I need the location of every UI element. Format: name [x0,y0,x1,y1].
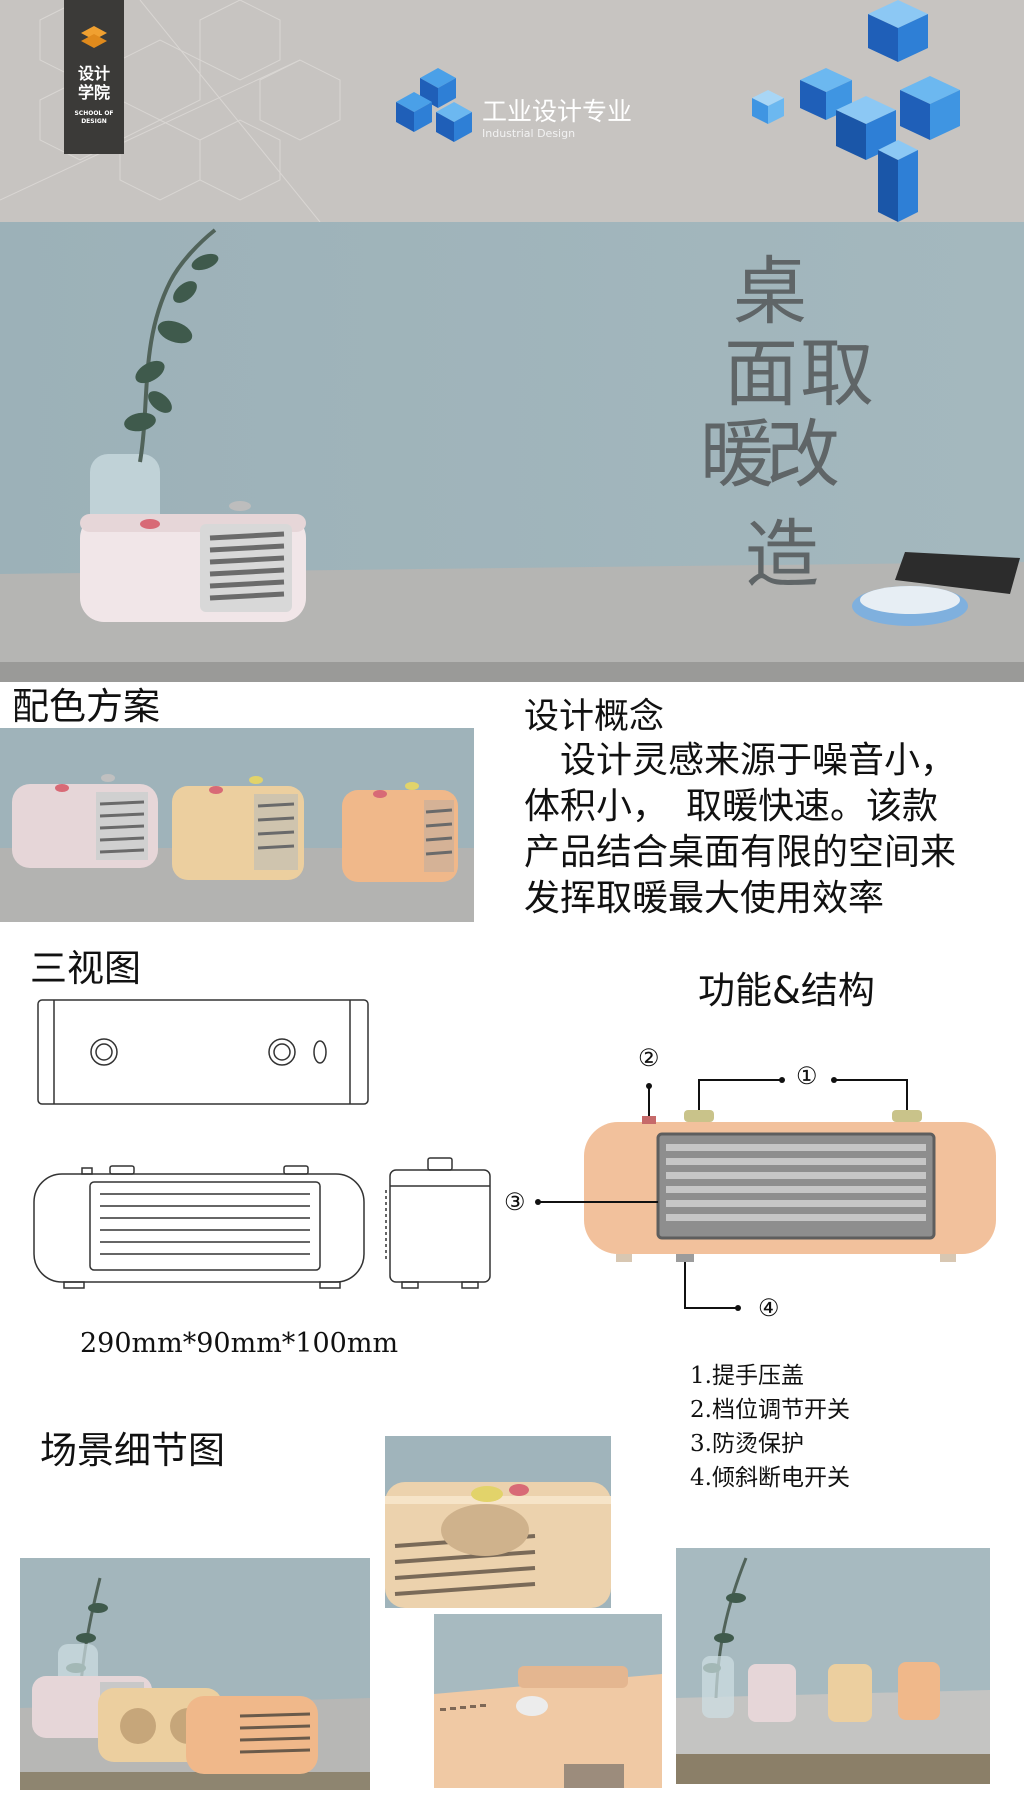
function-item: 1.提手压盖 [690,1363,804,1389]
major-title: 工业设计专业 [482,97,633,126]
marker-2: ② [638,1044,660,1072]
concept-title: 设计概念 [524,697,665,737]
hex-pattern-decoration [0,0,960,222]
function-item: 3.防烫保护 [690,1431,804,1457]
hero-title-char: 造 [745,512,819,598]
concept-line: 发挥取暖最大使用效率 [524,878,885,919]
hero-title-char: 改 [766,412,840,498]
three-view-title: 三视图 [30,947,141,990]
marker-1: ① [796,1062,818,1090]
scene-detail-title: 场景细节图 [40,1429,225,1472]
concept-line: 设计灵感来源于噪音小， [524,740,957,781]
scene-photo-side-detail [434,1614,662,1788]
concept-text: 设计灵感来源于噪音小， 体积小， 取暖快速。该款 产品结合桌面有限的空间来 发挥… [524,738,956,922]
dimensions-label: 290mm*90mm*100mm [80,1328,399,1359]
hero-heater-product [80,501,306,622]
hero-title-char: 桌 [733,249,807,335]
color-scheme-photo [0,728,474,922]
major-subtitle: Industrial Design [482,127,576,140]
scene-photo-three-heaters [20,1558,370,1790]
scene-photo-desk-lineup [676,1548,990,1784]
function-item: 2.档位调节开关 [690,1397,850,1423]
function-diagram [535,1077,996,1311]
hero-title-char: 面 [724,331,798,417]
concept-line: 体积小， 取暖快速。该款 [524,786,939,827]
three-view-drawing [33,999,491,1289]
hero-title-char: 暖 [700,412,774,498]
industrial-design-logo-icon [396,68,472,142]
yellow-heater [172,776,304,880]
hero-title-char: 取 [800,331,874,417]
marker-3: ③ [504,1188,526,1216]
function-structure-title: 功能&结构 [698,969,875,1012]
function-item: 4.倾斜断电开关 [690,1465,850,1491]
scene-photo-top-detail [385,1436,611,1608]
concept-line: 产品结合桌面有限的空间来 [524,832,957,873]
cube-cluster-decoration [752,0,960,222]
hero-scene-illustration [0,222,1024,682]
school-logo-icon [81,26,107,48]
pink-heater [12,774,158,868]
orange-heater [342,782,458,882]
color-scheme-title: 配色方案 [12,685,160,728]
school-name-cn: 设计学院 [77,64,110,102]
hero-image: 桌 面 取 暖 改 造 [0,222,1024,682]
marker-4: ④ [758,1294,780,1322]
